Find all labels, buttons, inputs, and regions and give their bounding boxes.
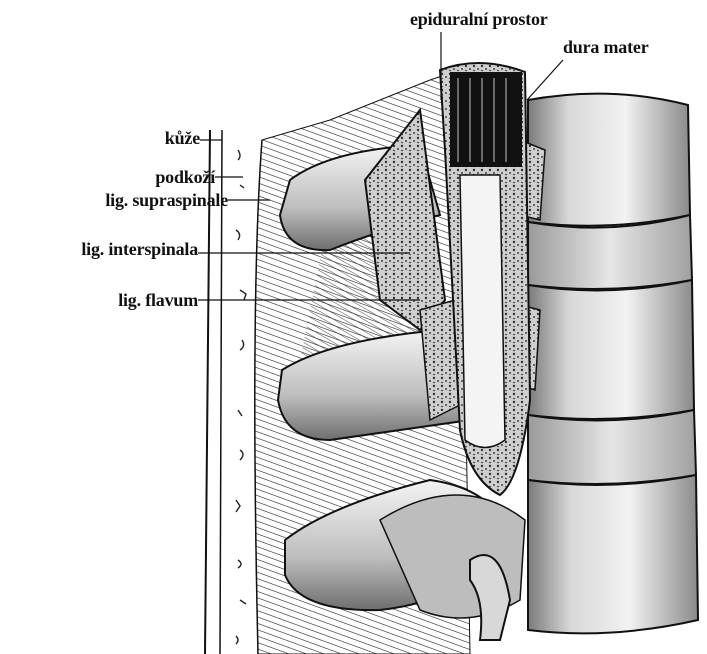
label-epidural-space: epiduralní prostor (410, 9, 548, 29)
intervertebral-disc-2 (528, 410, 696, 484)
label-dura-mater: dura mater (563, 37, 648, 57)
label-supraspinous-ligament: lig. supraspinale (4, 190, 228, 210)
label-subcutis: podkoží (80, 167, 215, 187)
label-ligamentum-flavum: lig. flavum (40, 290, 198, 310)
label-skin: kůže (126, 128, 200, 148)
subcutis-marks (236, 150, 246, 644)
vertebral-bodies (528, 94, 698, 634)
label-interspinous-ligament: lig. interspinala (4, 239, 198, 259)
